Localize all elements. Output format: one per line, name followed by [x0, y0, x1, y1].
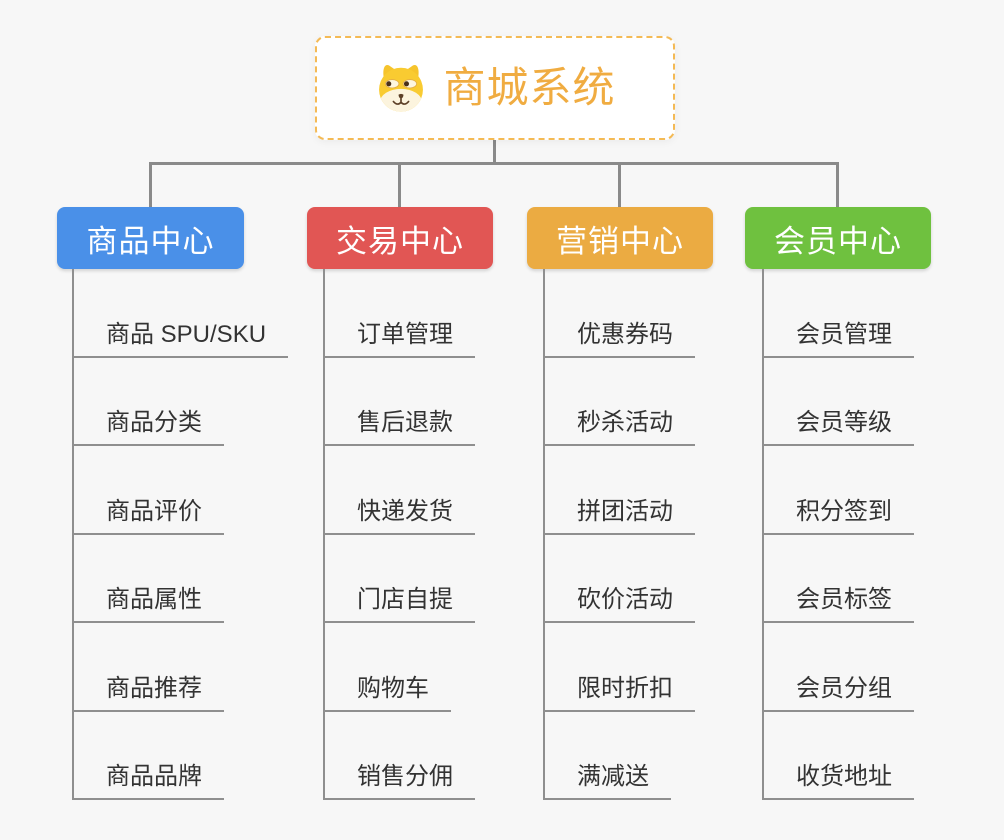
root-title: 商城系统 — [443, 64, 616, 111]
leaf-label: 商品 SPU/SKU — [72, 322, 289, 358]
branch-items-product: 商品 SPU/SKU 商品分类 商品评价 商品属性 商品推荐 商品品牌 — [72, 269, 289, 800]
leaf-node[interactable]: 购物车 — [323, 623, 451, 712]
leaf-label: 订单管理 — [323, 322, 475, 358]
leaf-node[interactable]: 商品分类 — [72, 358, 224, 446]
leaf-label: 商品推荐 — [72, 676, 224, 712]
leaf-node[interactable]: 会员等级 — [762, 358, 914, 446]
leaf-node[interactable]: 销售分佣 — [323, 712, 475, 800]
leaf-label: 购物车 — [323, 676, 451, 712]
leaf-label: 会员标签 — [762, 588, 914, 623]
leaf-node[interactable]: 积分签到 — [762, 446, 914, 535]
branch-spine-trade — [323, 269, 325, 800]
leaf-node[interactable]: 商品品牌 — [72, 712, 224, 800]
leaf-label: 会员等级 — [762, 411, 914, 446]
leaf-label: 收货地址 — [762, 765, 914, 800]
leaf-node[interactable]: 收货地址 — [762, 712, 914, 800]
branch-box-product-center[interactable]: 商品中心 — [57, 207, 244, 269]
leaf-label: 优惠券码 — [543, 322, 695, 358]
branch-spine-marketing — [543, 269, 545, 800]
branch-box-member-center[interactable]: 会员中心 — [745, 207, 931, 269]
connector-horizontal — [149, 162, 839, 165]
connector-drop-member — [836, 162, 839, 208]
leaf-label: 商品品牌 — [72, 765, 224, 800]
leaf-label: 积分签到 — [762, 499, 914, 535]
connector-drop-trade — [398, 162, 401, 208]
connector-root-drop — [493, 138, 496, 164]
leaf-label: 商品分类 — [72, 411, 224, 446]
branch-items-marketing: 优惠券码 秒杀活动 拼团活动 砍价活动 限时折扣 满减送 — [543, 269, 695, 800]
leaf-node[interactable]: 商品推荐 — [72, 623, 224, 712]
leaf-node[interactable]: 商品 SPU/SKU — [72, 269, 289, 358]
leaf-label: 秒杀活动 — [543, 411, 695, 446]
root-node[interactable]: 商城系统 — [315, 36, 675, 140]
branch-items-trade: 订单管理 售后退款 快递发货 门店自提 购物车 销售分佣 — [323, 269, 475, 800]
leaf-node[interactable]: 满减送 — [543, 712, 671, 800]
leaf-node[interactable]: 拼团活动 — [543, 446, 695, 535]
leaf-label: 拼团活动 — [543, 499, 695, 535]
branch-label: 商品中心 — [86, 223, 215, 259]
leaf-label: 会员分组 — [762, 676, 914, 712]
branch-label: 会员中心 — [774, 223, 902, 259]
branch-label: 营销中心 — [556, 223, 684, 259]
leaf-label: 满减送 — [543, 765, 671, 800]
leaf-node[interactable]: 砍价活动 — [543, 535, 695, 623]
leaf-node[interactable]: 限时折扣 — [543, 623, 695, 712]
leaf-node[interactable]: 会员分组 — [762, 623, 914, 712]
leaf-node[interactable]: 快递发货 — [323, 446, 475, 535]
leaf-node[interactable]: 订单管理 — [323, 269, 475, 358]
leaf-label: 售后退款 — [323, 411, 475, 446]
leaf-node[interactable]: 会员标签 — [762, 535, 914, 623]
doge-face-icon — [374, 61, 428, 115]
branch-box-trade-center[interactable]: 交易中心 — [307, 207, 493, 269]
leaf-node[interactable]: 门店自提 — [323, 535, 475, 623]
leaf-label: 砍价活动 — [543, 588, 695, 623]
branch-items-member: 会员管理 会员等级 积分签到 会员标签 会员分组 收货地址 — [762, 269, 914, 800]
leaf-node[interactable]: 秒杀活动 — [543, 358, 695, 446]
leaf-label: 限时折扣 — [543, 676, 695, 712]
leaf-node[interactable]: 优惠券码 — [543, 269, 695, 358]
leaf-node[interactable]: 商品评价 — [72, 446, 224, 535]
branch-label: 交易中心 — [336, 223, 464, 259]
connector-drop-product — [149, 162, 152, 208]
leaf-label: 门店自提 — [323, 588, 475, 623]
leaf-node[interactable]: 会员管理 — [762, 269, 914, 358]
leaf-node[interactable]: 商品属性 — [72, 535, 224, 623]
branch-box-marketing-center[interactable]: 营销中心 — [527, 207, 713, 269]
leaf-label: 销售分佣 — [323, 765, 475, 800]
leaf-label: 商品属性 — [72, 588, 224, 623]
leaf-label: 商品评价 — [72, 499, 224, 535]
leaf-node[interactable]: 售后退款 — [323, 358, 475, 446]
leaf-label: 快递发货 — [323, 499, 475, 535]
leaf-label: 会员管理 — [762, 322, 914, 358]
connector-drop-marketing — [618, 162, 621, 208]
branch-spine-product — [72, 269, 74, 800]
branch-spine-member — [762, 269, 764, 800]
